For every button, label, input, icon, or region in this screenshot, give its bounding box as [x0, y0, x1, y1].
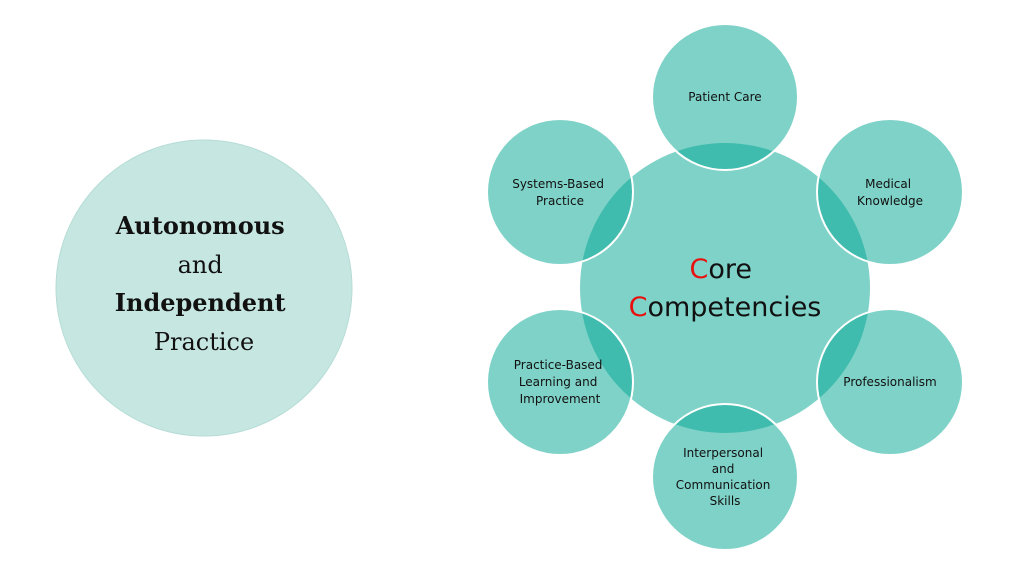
- competencies-rest: ompetencies: [647, 292, 821, 323]
- interpersonal-communication-label: Interpersonal and Communication Skills: [676, 446, 774, 508]
- core-initial: C: [689, 254, 708, 285]
- left-line-2: and: [178, 251, 223, 279]
- interpersonal-communication-circle: [652, 404, 798, 550]
- autonomous-practice-circle: [55, 139, 353, 437]
- circle-outlines: [486, 23, 964, 551]
- left-line-1: Autonomous: [115, 211, 285, 240]
- medical-knowledge-label: Medical Knowledge: [857, 177, 923, 208]
- core-competencies-label: Core Competencies: [629, 254, 822, 323]
- autonomous-practice-label: Autonomous and Independent Practice: [115, 211, 294, 356]
- left-line-4: Practice: [154, 328, 254, 356]
- patient-care-label: Patient Care: [688, 90, 761, 104]
- professionalism-label: Professionalism: [843, 375, 936, 389]
- core-rest: ore: [708, 254, 752, 285]
- left-line-3: Independent: [115, 288, 286, 317]
- practice-based-learning-label: Practice-Based Learning and Improvement: [514, 358, 607, 406]
- systems-based-practice-label: Systems-Based Practice: [512, 177, 608, 208]
- patient-care-circle: [652, 24, 798, 170]
- competencies-initial: C: [629, 292, 648, 323]
- core-competencies-circle: [580, 143, 870, 433]
